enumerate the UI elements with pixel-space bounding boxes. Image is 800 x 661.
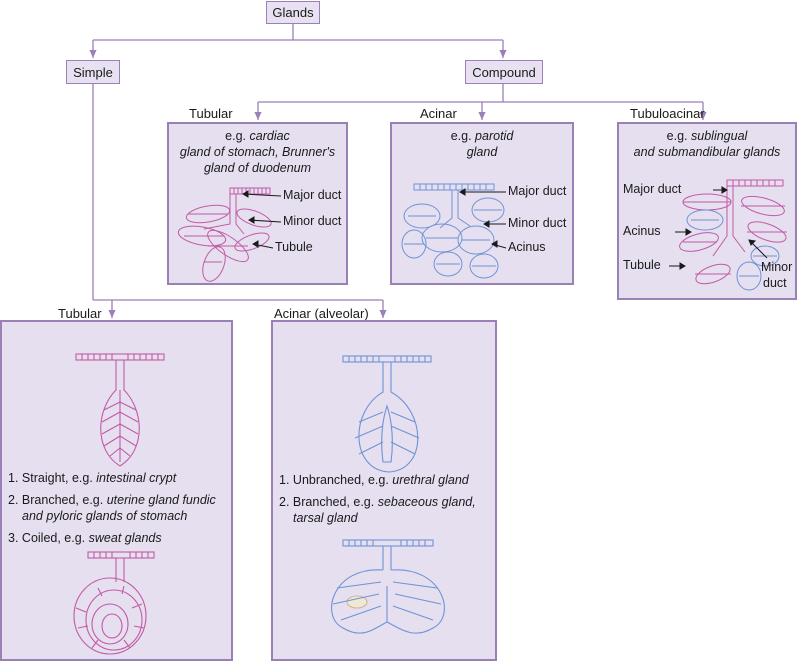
callout-tubuloacinar-acinus: Acinus [623, 224, 661, 238]
list-item: 3. Coiled, e.g. sweat glands [8, 531, 162, 545]
compound-tubuloacinar-panel: e.g. sublingual and submandibular glands [617, 122, 797, 300]
compound-acinar-caption: e.g. parotid gland [450, 129, 514, 159]
unbranched-acinar-gland-illustration [342, 355, 432, 473]
list-item: 1. Unbranched, e.g. urethral gland [279, 473, 469, 487]
simple-acinar-heading: Acinar (alveolar) [274, 306, 369, 321]
callout-major-duct: Major duct [283, 188, 342, 202]
compound-tubular-heading: Tubular [189, 106, 233, 121]
simple-acinar-panel: 1. Unbranched, e.g. urethral gland 2. Br… [271, 320, 497, 661]
callout-minor-duct: Minor duct [283, 214, 342, 228]
compound-tubular-panel: e.g. cardiac gland of stomach, Brunner's… [167, 122, 348, 285]
compound-tubuloacinar-caption: e.g. sublingual and submandibular glands [633, 129, 781, 159]
root-label: Glands [272, 5, 314, 20]
node-simple: Simple [66, 60, 120, 84]
callout-acinar-minor-duct: Minor duct [508, 216, 567, 230]
compound-label: Compound [472, 64, 536, 80]
callout-tubuloacinar-major-duct: Major duct [623, 182, 682, 196]
callout-tubule: Tubule [275, 240, 313, 254]
list-item: 2. Branched, e.g. sebaceous gland, tarsa… [279, 495, 476, 525]
simple-tubular-list: 1. Straight, e.g. intestinal crypt 2. Br… [8, 470, 230, 552]
branched-acinar-gland-illustration [331, 539, 445, 634]
simple-label: Simple [73, 64, 113, 80]
simple-tubular-panel: 1. Straight, e.g. intestinal crypt 2. Br… [0, 320, 233, 661]
callout-acinar-major-duct: Major duct [508, 184, 567, 198]
coiled-tubular-gland-illustration [73, 551, 155, 655]
callout-tubuloacinar-duct: duct [763, 276, 787, 290]
compound-tubular-callout-arrows [242, 190, 282, 249]
callout-tubuloacinar-tubule: Tubule [623, 258, 661, 272]
compound-tubular-caption: e.g. cardiac gland of stomach, Brunner's… [179, 129, 336, 175]
callout-acinus: Acinus [508, 240, 546, 254]
node-compound: Compound [465, 60, 543, 84]
compound-acinar-callout-arrows [459, 188, 507, 249]
compound-acinar-heading: Acinar [420, 106, 457, 121]
root-node-glands: Glands [266, 1, 320, 24]
compound-tubuloacinar-callout-arrows [669, 186, 768, 270]
simple-tubular-heading: Tubular [58, 306, 102, 321]
compound-tubular-gland-illustration [177, 187, 272, 282]
simple-acinar-list: 1. Unbranched, e.g. urethral gland 2. Br… [279, 472, 491, 532]
compound-acinar-panel: e.g. parotid gland Major duct Minor duct… [390, 122, 574, 285]
list-item: 2. Branched, e.g. uterine gland fundic a… [8, 493, 216, 523]
callout-tubuloacinar-minor: Minor [761, 260, 793, 274]
compound-tubuloacinar-heading: Tubuloacinar [630, 106, 705, 121]
straight-tubular-gland-illustration [75, 353, 165, 467]
list-item: 1. Straight, e.g. intestinal crypt [8, 471, 177, 485]
